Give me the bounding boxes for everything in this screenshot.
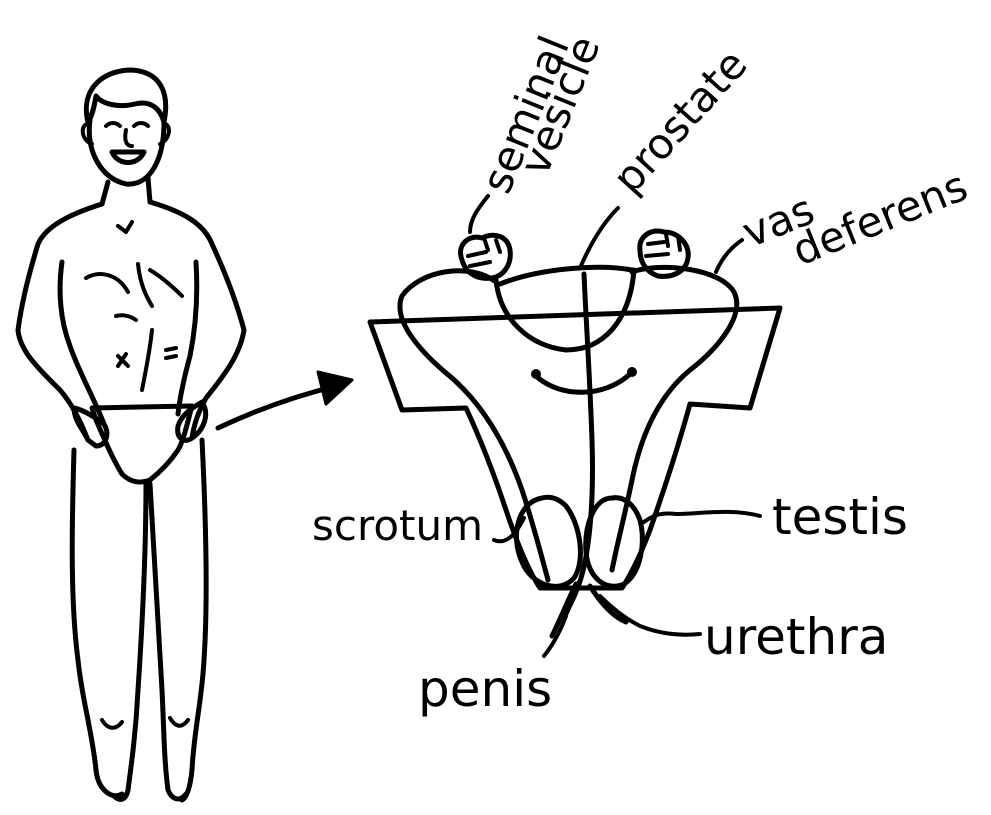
man-body-left xyxy=(18,204,102,440)
man-knee-right xyxy=(170,718,188,726)
seminal-leader xyxy=(470,196,488,232)
man-pec-left xyxy=(86,274,128,292)
man-figure xyxy=(18,70,244,800)
arrow-shaft xyxy=(218,386,336,428)
label-penis: penis xyxy=(418,660,552,718)
man-leg-inner-right xyxy=(150,484,186,799)
label-deferens: deferens xyxy=(785,161,974,275)
prostate-leader xyxy=(580,208,618,268)
man-knee-left xyxy=(102,720,122,728)
man-eye-right xyxy=(134,123,148,126)
man-eye-left xyxy=(106,123,120,126)
man-leg-outer-right xyxy=(182,440,206,800)
man-leg-outer-left xyxy=(72,450,122,796)
bladder-smile xyxy=(536,374,630,392)
testis-right xyxy=(586,498,643,587)
labels: seminal vesicle prostate vas deferens sc… xyxy=(312,29,974,718)
man-abs-1 xyxy=(116,315,136,320)
man-abs-3 xyxy=(166,348,176,358)
smile-dot-left xyxy=(531,369,541,379)
vas-leader xyxy=(716,240,742,272)
man-leg-inner-left xyxy=(114,484,146,799)
man-navel xyxy=(118,354,128,366)
pointer-arrow xyxy=(218,372,352,428)
man-pec-right xyxy=(150,270,182,296)
man-collarbone xyxy=(118,222,132,232)
man-underwear xyxy=(92,406,192,482)
testis-leader xyxy=(644,512,760,522)
seminal-vesicle-left-folds xyxy=(468,238,500,266)
smile-dot-right xyxy=(627,367,637,377)
label-scrotum: scrotum xyxy=(312,501,483,550)
man-abs-2 xyxy=(142,330,152,390)
man-mouth xyxy=(112,152,144,163)
man-hair xyxy=(86,70,165,122)
prostate-band xyxy=(500,267,632,284)
label-prostate: prostate xyxy=(603,40,757,203)
label-testis: testis xyxy=(772,488,908,546)
arrow-head xyxy=(318,372,352,404)
bladder xyxy=(496,270,634,350)
penis-leader xyxy=(544,616,566,656)
reproductive-system-diagram xyxy=(370,208,780,636)
label-urethra: urethra xyxy=(704,608,888,666)
seminal-vesicle-right-folds xyxy=(646,234,680,256)
man-arm-inner-right xyxy=(178,262,197,414)
man-nose xyxy=(125,130,132,146)
